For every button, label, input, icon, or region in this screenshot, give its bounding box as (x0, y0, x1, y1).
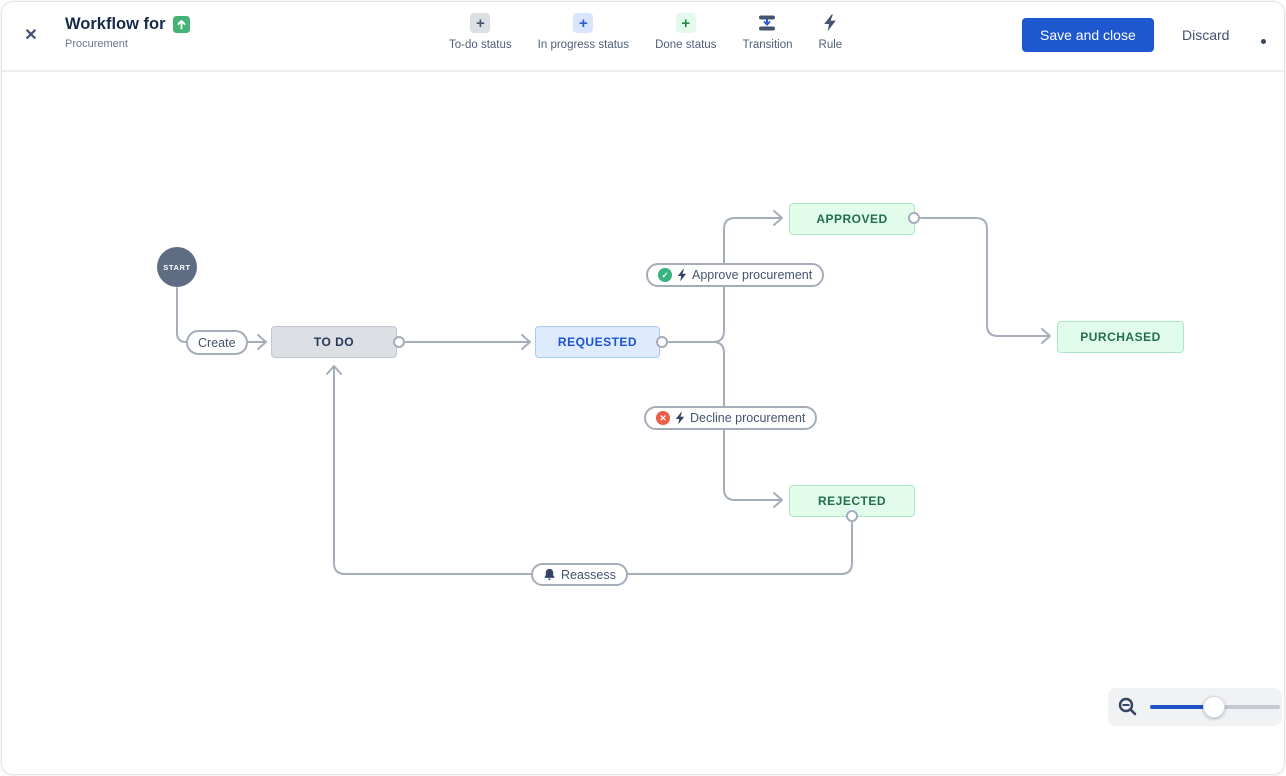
transition-label: Approve procurement (692, 268, 813, 282)
toolbar-add-rule[interactable]: Rule (818, 13, 843, 51)
transition-icon (757, 13, 777, 33)
improvement-up-arrow-icon (172, 16, 190, 33)
plus-done-status-icon: + (675, 13, 696, 33)
zoom-control-panel (1108, 688, 1282, 726)
workflow-canvas[interactable] (2, 72, 1284, 774)
status-to-do[interactable]: TO DO (271, 326, 397, 358)
workflow-subtitle: Procurement (65, 38, 128, 50)
rule-lightning-icon (675, 411, 685, 425)
transition-label: Reassess (561, 567, 616, 582)
toolbar-add-transition[interactable]: Transition (742, 13, 793, 51)
editor-header: ✕ Workflow for Procurement + To-do statu… (2, 2, 1284, 72)
zoom-slider-fill (1150, 705, 1214, 709)
transition-label: Decline procurement (690, 411, 806, 425)
close-icon[interactable]: ✕ (24, 27, 38, 44)
decline-x-icon: ✕ (656, 411, 670, 425)
title-block: Workflow for Procurement (65, 15, 190, 50)
transition-decline-procurement[interactable]: ✕ Decline procurement (644, 406, 818, 430)
transition-approve-procurement[interactable]: ✓ Approve procurement (646, 263, 825, 287)
start-node[interactable]: START (157, 247, 197, 287)
plus-in-progress-status-icon: + (573, 13, 594, 33)
toolbar-label: Rule (818, 39, 843, 51)
rule-lightning-icon (677, 268, 687, 282)
magnifier-minus-icon[interactable] (1117, 696, 1139, 723)
toolbar-label: To-do status (449, 39, 512, 51)
port-requested-right[interactable] (656, 336, 668, 348)
toolbar-add-todo-status[interactable]: + To-do status (449, 13, 512, 51)
transition-create[interactable]: Create (186, 330, 248, 355)
toolbar-label: In progress status (537, 39, 630, 51)
discard-button[interactable]: Discard (1172, 18, 1239, 52)
notification-bell-icon (543, 568, 556, 581)
plus-todo-status-icon: + (470, 13, 491, 33)
toolbar-label: Done status (655, 39, 717, 51)
rule-lightning-icon (820, 13, 840, 33)
status-requested[interactable]: REQUESTED (535, 326, 660, 358)
port-approved-right[interactable] (908, 212, 920, 224)
save-and-close-button[interactable]: Save and close (1022, 18, 1154, 52)
toolbar-add-done-status[interactable]: + Done status (655, 13, 716, 51)
transition-label: Create (198, 335, 236, 350)
approve-check-icon: ✓ (658, 268, 672, 282)
port-to-do-right[interactable] (393, 336, 405, 348)
toolbar-add-in-progress-status[interactable]: + In progress status (538, 13, 629, 51)
editor-toolbar: + To-do status + In progress status + Do… (449, 13, 842, 51)
status-approved[interactable]: APPROVED (789, 203, 915, 235)
transition-reassess[interactable]: Reassess (531, 563, 628, 586)
zoom-slider-thumb[interactable] (1203, 696, 1225, 718)
page-title: Workflow for (65, 15, 166, 33)
status-purchased[interactable]: PURCHASED (1057, 321, 1184, 353)
more-indicator-dot (1261, 39, 1266, 44)
port-rejected-bottom[interactable] (846, 510, 858, 522)
toolbar-label: Transition (742, 39, 793, 51)
